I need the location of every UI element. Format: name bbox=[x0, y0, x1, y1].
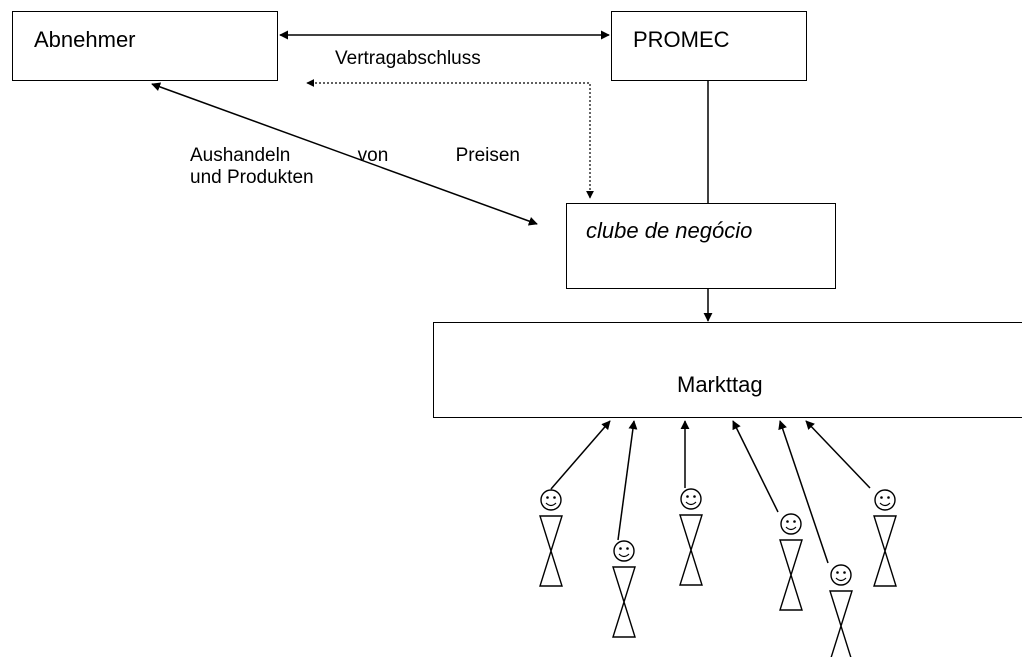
farmer-figure bbox=[829, 564, 853, 657]
hourglass-body bbox=[612, 566, 636, 638]
markttag-box bbox=[433, 322, 1022, 418]
clube-box bbox=[566, 203, 836, 289]
farmer-figure bbox=[539, 489, 563, 587]
smiley-face-icon bbox=[780, 513, 802, 535]
hourglass-body bbox=[679, 514, 703, 586]
farmer-figure bbox=[679, 488, 703, 586]
farmer-arrow-5 bbox=[778, 420, 829, 564]
hourglass-body bbox=[829, 590, 853, 657]
promec-label: PROMEC bbox=[633, 27, 730, 52]
farmer-figure bbox=[612, 540, 636, 638]
farmer-figures bbox=[539, 488, 897, 657]
hourglass-body bbox=[779, 539, 803, 611]
farmer-arrow-1 bbox=[550, 420, 611, 490]
clube-label: clube de negócio bbox=[586, 218, 753, 243]
aushandeln-arrow bbox=[151, 82, 538, 226]
farmer-arrow-2 bbox=[617, 420, 638, 541]
smiley-face-icon bbox=[874, 489, 896, 511]
vertragabschluss-label: Vertragabschluss bbox=[335, 48, 481, 69]
smiley-face-icon bbox=[830, 564, 852, 586]
smiley-face-icon bbox=[613, 540, 635, 562]
abnehmer-label: Abnehmer bbox=[34, 27, 136, 52]
farmer-figure bbox=[779, 513, 803, 611]
farmer-arrow-4 bbox=[732, 420, 779, 513]
promec-box bbox=[611, 11, 807, 81]
hourglass-body bbox=[539, 515, 563, 587]
hourglass-body bbox=[873, 515, 897, 587]
abnehmer-box bbox=[12, 11, 278, 81]
farmer-arrow-6 bbox=[805, 420, 871, 489]
smiley-face-icon bbox=[680, 488, 702, 510]
vertragabschluss-dotted-arrow bbox=[306, 79, 594, 199]
smiley-face-icon bbox=[540, 489, 562, 511]
markttag-label: Markttag bbox=[677, 372, 763, 397]
farmer-figure bbox=[873, 489, 897, 587]
